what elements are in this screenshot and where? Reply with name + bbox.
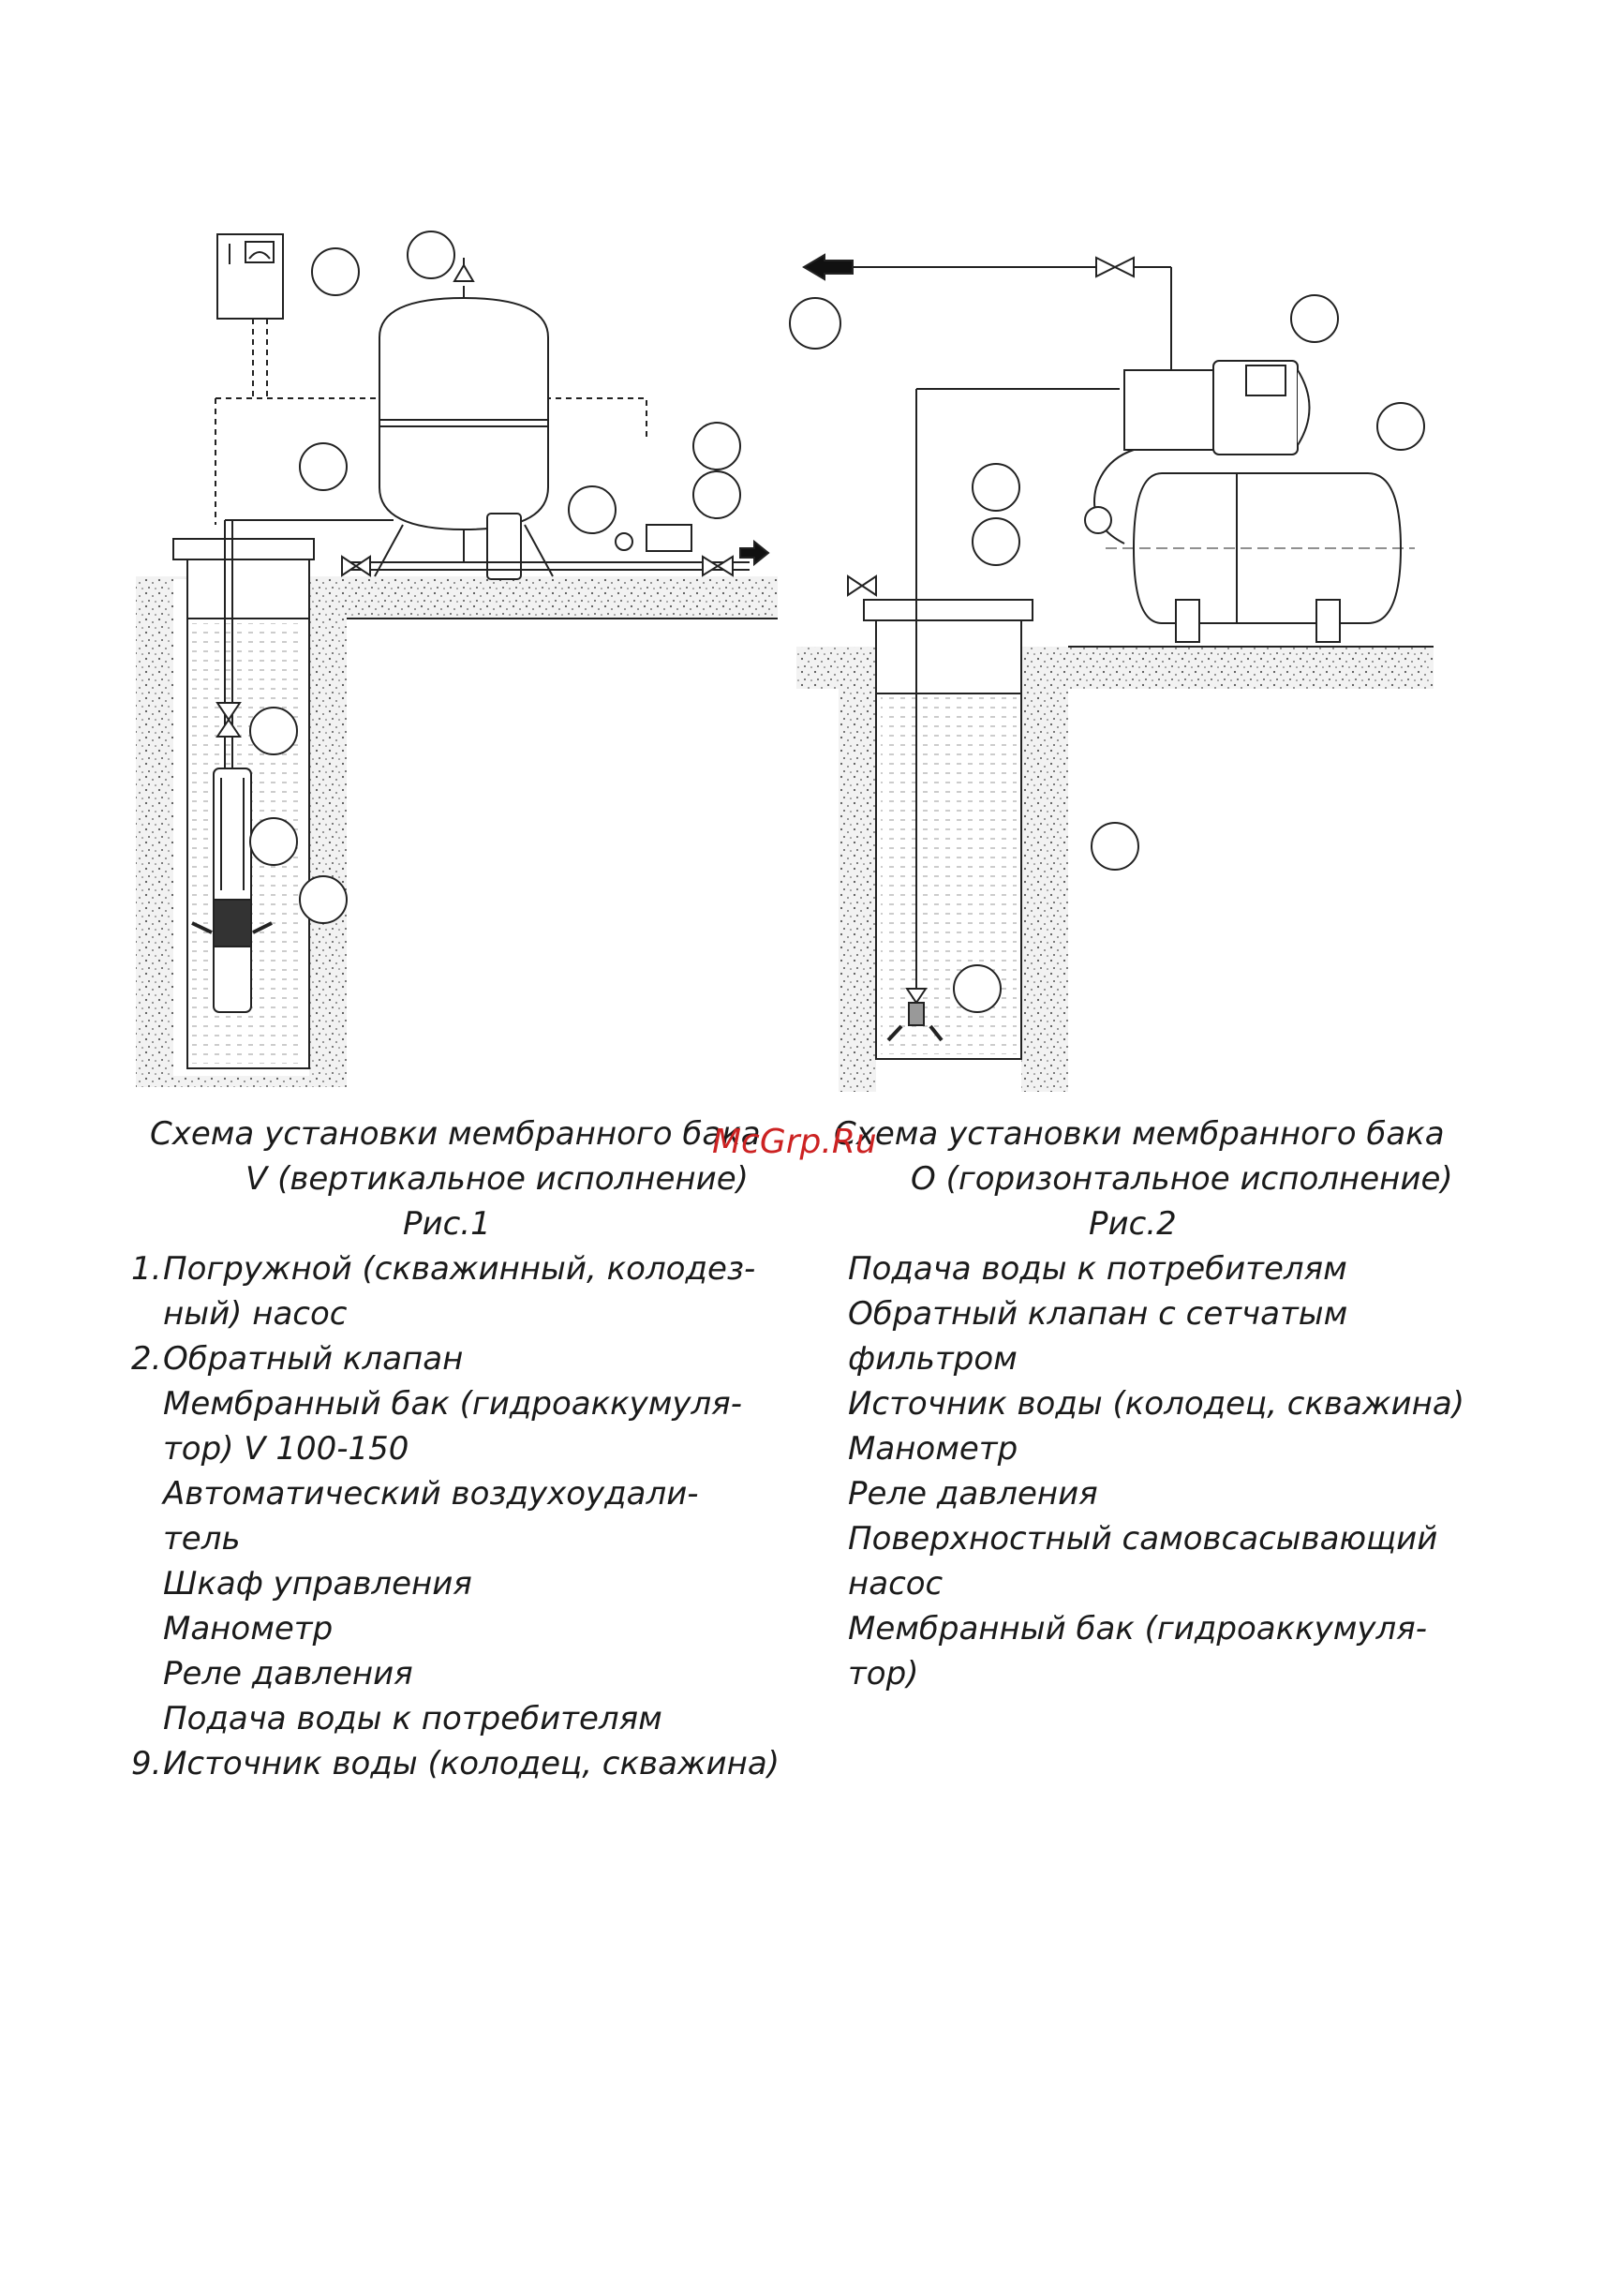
list-item: Мембранный бак (гидроаккумуля- [848,1610,1428,1647]
list-item: 9.Источник воды (колодец, скважина) [131,1745,780,1782]
pressure-gauge-symbol [615,532,633,551]
list-item: Реле давления [848,1475,1098,1513]
surface-pump [1123,369,1214,451]
list-item: Мембранный бак (гидроаккумуля- [163,1385,743,1423]
list-item: тель [163,1520,241,1558]
pressure-switch-symbol [646,524,692,552]
list-item: Шкаф управления [163,1565,472,1603]
fig2-legend: Подача воды к потребителям Обратный клап… [848,1246,1464,1696]
list-item: Подача воды к потребителям [163,1700,662,1737]
list-item: тор) V 100-150 [163,1430,409,1468]
list-item: Поверхностный самовсасывающий [848,1520,1438,1558]
figure-1-vertical-installation [136,231,778,1087]
list-item: Автоматический воздухоудали- [163,1475,699,1513]
list-item: Манометр [848,1430,1018,1468]
fig1-legend: 1.Погружной (скважинный, колодез- ный) н… [131,1246,780,1786]
air-vent-symbol [453,263,475,282]
list-item: Подача воды к потребителям [848,1250,1347,1288]
fig2-caption-line1: Схема установки мембранного бака [834,1115,1445,1153]
fig2-caption-line2: O (горизонтальное исполнение) [911,1160,1453,1198]
list-item: 2.Обратный клапан [131,1340,464,1378]
list-item: тор) [848,1655,919,1692]
submersible-pump [213,768,252,1013]
well-head [172,538,315,560]
list-item: Источник воды (колодец, скважина) [848,1385,1464,1423]
list-item: 1.Погружной (скважинный, колодез- [131,1250,756,1288]
list-item: Обратный клапан с сетчатым [848,1295,1348,1333]
well-head-2 [863,599,1033,621]
vertical-membrane-tank [379,296,549,531]
list-item: Манометр [163,1610,334,1647]
figure-2-horizontal-installation [789,253,1434,1092]
control-cabinet [216,233,284,320]
foot-valve-symbol [905,988,928,1005]
fig1-figure-label: Рис.1 [403,1205,491,1243]
fig2-figure-label: Рис.2 [1089,1205,1177,1243]
check-valve-symbol [215,702,242,738]
fig1-caption-line2: V (вертикальное исполнение) [245,1160,749,1198]
watermark: McGrp.Ru [712,1123,877,1161]
installation-diagrams [136,231,1434,1092]
fig1-caption-line1: Схема установки мембранного бака [150,1115,761,1153]
list-item: насос [848,1565,944,1603]
list-item: ный) насос [163,1295,348,1333]
list-item: Реле давления [163,1655,413,1692]
list-item: фильтром [848,1340,1018,1378]
